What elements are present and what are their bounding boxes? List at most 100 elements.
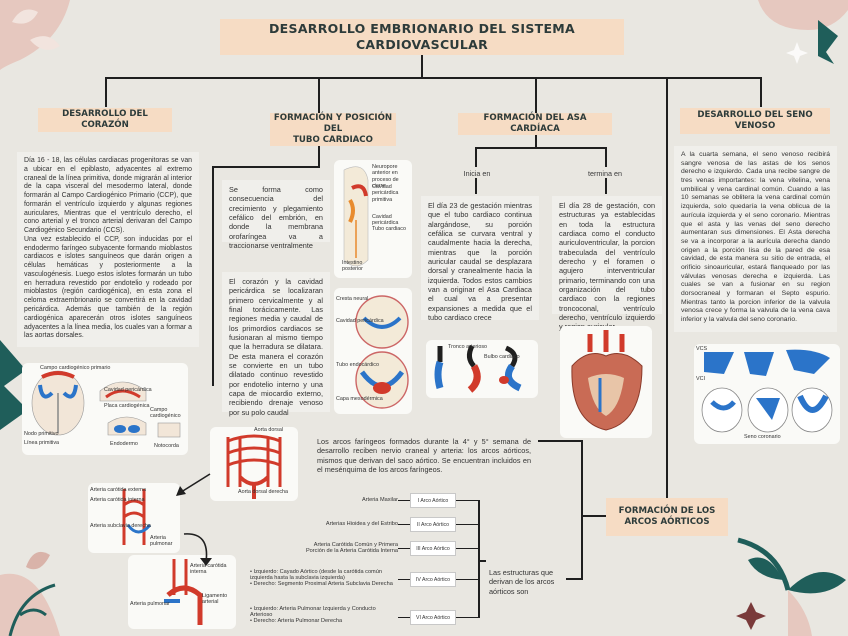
asa-inicio-text: El día 23 de gestación mientras que el t…	[421, 196, 539, 322]
asa-split-stem	[535, 135, 537, 148]
label-termina-en: termina en	[588, 169, 622, 178]
tubo-text-1: Se forma como consecuencia del crecimien…	[222, 180, 330, 250]
arch-4-link	[398, 579, 410, 580]
figure-seno-venoso: VCS VCI Seno coronario	[694, 344, 840, 444]
fig-corazon-label-0: Campo cardiogénico primario	[40, 365, 111, 371]
fig-corazon-label-14: Notocorda	[154, 443, 179, 449]
arch-6-box: VI Arco Aórtico	[410, 610, 456, 625]
tubo-left-horizontal	[212, 166, 320, 168]
arch-2-derivative: Arterias Hioidea y del Estribo	[325, 521, 398, 527]
heading-arcos-line1: FORMACIÓN DE LOS	[618, 506, 716, 517]
branch-asa	[535, 77, 537, 113]
heading-desarrollo-corazon: DESARROLLO DEL CORAZÓN	[38, 108, 172, 132]
figure-tubo-sagittal: Neuropore anterior en proceso de cierre …	[334, 160, 412, 278]
fig-arcos-label-2: Arteria carótida externa	[90, 487, 147, 493]
figure-arcos-final: Arteria carótida interna Arteria pulmona…	[128, 555, 236, 629]
branch-corazon	[105, 77, 107, 107]
inicio-to-box	[475, 178, 477, 194]
arch-3-box: III Arco Aórtico	[410, 541, 456, 556]
figure-heart-sectioned	[560, 326, 652, 438]
leaf-decoration-bottom-left	[0, 551, 60, 636]
figure-arcos-primitive: Aorta dorsal Aorta dorsal derecha	[210, 427, 298, 501]
leaf-decoration-top-left	[0, 0, 70, 70]
fig-arcos-label-0: Aorta dorsal	[254, 427, 284, 433]
asa-stages-illustration	[434, 344, 522, 393]
fig-arcos-label-11: Arteria pulmonar	[130, 601, 170, 607]
fig-arcos-label-4: Arteria subclavia derecha	[90, 523, 151, 529]
heading-formacion-tubo: FORMACIÓN Y POSICIÓN DEL TUBO CARDIACO	[270, 113, 396, 146]
asa-right-drop	[605, 147, 607, 167]
arch-1-box: I Arco Aórtico	[410, 493, 456, 508]
fig-corazon-label-7: Línea primitiva	[24, 440, 60, 446]
arch-1-tail	[456, 500, 479, 501]
fig-asa-label-0: Tronco arterioso	[448, 344, 488, 350]
arcos-primitive-illustration	[226, 434, 282, 499]
arches-bracket-summary	[478, 560, 486, 562]
fig-seno-label-0: VCS	[696, 346, 708, 352]
seno-text: A la cuarta semana, el seno venoso recib…	[674, 146, 837, 332]
heading-asa-cardiaca: FORMACIÓN DEL ASA CARDÍACA	[458, 113, 612, 135]
fig-corazon-label-1: Cavidad pericárdica	[104, 387, 152, 393]
fig-tubo1-label-7: Cavidad pericárdica	[372, 214, 399, 227]
arcos-summary-text: Las estructuras que derivan de los arcos…	[489, 568, 555, 596]
label-inicia-en: Inicia en	[463, 169, 491, 178]
cardiogenic-illustration	[31, 370, 181, 438]
fig-tubo1-label-11: Intestino posterior	[342, 260, 363, 273]
asa-termina-text: El día 28 de gestación, con estructuras …	[552, 196, 662, 331]
figure-asa-cardiaca-stages: Tronco arterioso Bulbo cardiaco	[426, 340, 538, 398]
fig-seno-label-4: Seno coronario	[744, 434, 781, 440]
arch-3-tail	[456, 548, 479, 549]
fig-arcos-label-3: Arteria carótida interna	[90, 497, 145, 503]
figure-cardiogenic-field: Campo cardiogénico primario Cavidad peri…	[22, 363, 188, 455]
heading-tubo-line1: FORMACIÓN Y POSICIÓN DEL	[273, 113, 393, 135]
tubo-left-drop	[212, 166, 214, 386]
branch-seno	[760, 77, 762, 107]
arcos-intro-connector	[538, 440, 583, 442]
swirl-decoration-left	[0, 340, 28, 430]
arch-4-tail	[456, 579, 479, 580]
arch-6-derivative: • Izquierdo: Arteria Pulmonar Izquierda …	[250, 606, 376, 624]
fig-tubo2-label-3: Cavidad pericárdica	[336, 318, 384, 324]
fig-corazon-label-6: Nodo primitivo	[24, 431, 59, 437]
main-horizontal-line	[105, 77, 762, 79]
arcos-horizontal	[583, 515, 608, 517]
arcos-summary-connector	[566, 578, 583, 580]
fig-asa-label-4: Bulbo cardiaco	[484, 354, 520, 360]
asa-left-drop	[475, 147, 477, 167]
arch-3-link	[398, 548, 410, 549]
arcos-intro-text: Los arcos faríngeos formados durante la …	[317, 437, 531, 474]
tubo-cross-illustration	[355, 295, 409, 409]
fig-arcos-label-8: Arteria carótida interna	[190, 563, 227, 576]
fig-arcos-label-5: Arteria pulmonar	[150, 535, 173, 548]
arch-2-box: II Arco Aórtico	[410, 517, 456, 532]
fig-arcos-label-12: Ligamento arterial	[202, 593, 228, 606]
tubo-sagittal-illustration	[343, 166, 369, 267]
arches-bracket	[478, 500, 480, 618]
fig-corazon-label-10: Campo cardiogénico	[150, 407, 181, 420]
arch-1-derivative: Arteria Maxilar	[361, 497, 398, 503]
arcos-remodeling-illustration	[122, 489, 152, 545]
arch-6-link	[398, 617, 410, 618]
heart-sectioned-illustration	[571, 330, 643, 431]
branch-arcos-vertical	[666, 77, 668, 500]
fig-tubo2-label-0: Cresta neural	[336, 296, 369, 302]
figure-arcos-remodeling: Arteria carótida externa Arteria carótid…	[88, 483, 180, 553]
corazon-text: Día 16 - 18, las células cardiacas proge…	[17, 152, 199, 347]
fig-tubo1-label-8: Tubo cardiaco	[372, 226, 406, 232]
seno-venoso-illustration	[701, 349, 833, 433]
arch-1-link	[398, 500, 410, 501]
arcos-final-illustration	[164, 559, 203, 625]
arch-6-tail	[456, 617, 479, 618]
termina-to-box	[605, 178, 607, 194]
heading-arcos-line2: ARCOS AÓRTICOS	[624, 517, 710, 527]
branch-tubo	[318, 77, 320, 114]
palm-decoration-bottom-right	[736, 537, 846, 636]
arrow-arcos-1	[176, 473, 211, 496]
fig-arcos-label-1: Aorta dorsal derecha	[238, 489, 289, 495]
heading-tubo-line2: TUBO CARDIACO	[293, 134, 373, 145]
fig-corazon-label-12: Endodermo	[110, 441, 138, 447]
title-stem	[421, 55, 423, 78]
fig-corazon-label-2: Placa cardiogénica	[104, 403, 150, 409]
arch-3-derivative: Arteria Carótida Común y Primera Porción…	[305, 542, 398, 554]
arch-4-derivative: • Izquierdo: Cayado Aórtico (desde la ca…	[250, 569, 393, 587]
